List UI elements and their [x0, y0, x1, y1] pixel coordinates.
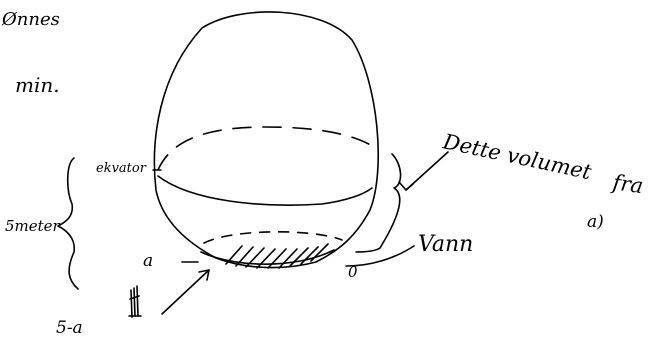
top-left-note-1: Ønnes [1, 9, 60, 30]
volume-note-line-2: fra [609, 170, 644, 198]
a-label: a [143, 251, 153, 271]
water-label: Vann [418, 232, 473, 257]
equator-label: ekvator [96, 161, 147, 176]
five-minus-a-arrow [162, 270, 209, 314]
scribble-mark [129, 286, 141, 317]
zero-label: 0 [348, 263, 358, 281]
five-meters-label: 5meter [5, 217, 61, 235]
water-surface-dashed [204, 232, 342, 243]
equator-front-arc [158, 176, 372, 205]
five-minus-a-label: 5-a [56, 318, 83, 338]
left-brace [58, 158, 78, 289]
equator-dashed-line [158, 127, 378, 170]
volume-note-line-3: a) [587, 212, 604, 232]
volume-note-arrowhead [399, 182, 413, 190]
top-left-note-2: min. [15, 73, 60, 97]
volume-note-line-1: Dette volumet [440, 129, 594, 184]
